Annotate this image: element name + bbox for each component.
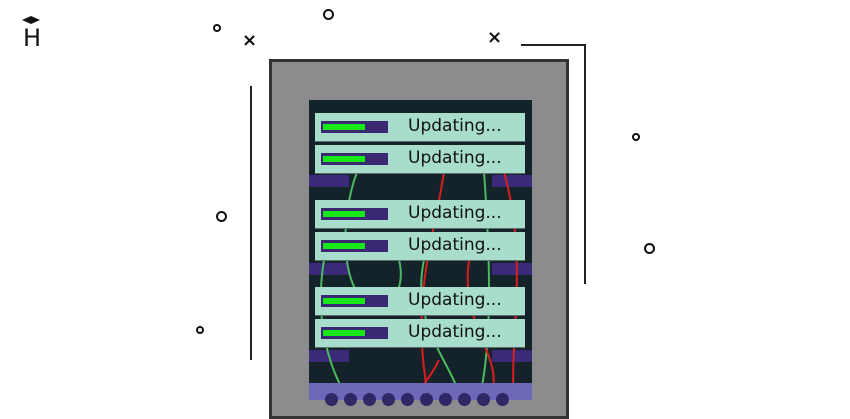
server-unit: Updating...	[315, 200, 525, 229]
motion-line	[584, 44, 586, 284]
x-mark-decoration: ×	[242, 30, 258, 51]
progress-bar	[321, 327, 388, 339]
server-unit: Updating...	[315, 113, 525, 142]
circle-decoration	[216, 211, 227, 222]
server-unit: Updating...	[315, 232, 525, 261]
circle-decoration	[632, 133, 640, 141]
progress-bar	[321, 208, 388, 220]
circle-decoration	[196, 326, 204, 334]
progress-bar	[321, 121, 388, 133]
progress-fill	[323, 243, 365, 249]
patch-panel	[309, 383, 532, 406]
status-label: Updating...	[408, 148, 502, 168]
motion-line	[250, 86, 252, 360]
rail	[492, 263, 532, 275]
progress-fill	[323, 330, 365, 336]
status-label: Updating...	[408, 235, 502, 255]
progress-bar	[321, 240, 388, 252]
progress-fill	[323, 211, 365, 217]
circle-decoration	[323, 9, 334, 20]
status-label: Updating...	[408, 290, 502, 310]
circle-decoration	[213, 24, 221, 32]
status-label: Updating...	[408, 203, 502, 223]
progress-fill	[323, 298, 365, 304]
logo-letter: H	[23, 24, 42, 52]
rail	[492, 175, 532, 187]
circle-decoration	[644, 243, 655, 254]
motion-line	[521, 44, 586, 46]
rail	[309, 263, 349, 275]
server-unit: Updating...	[315, 319, 525, 348]
progress-bar	[321, 295, 388, 307]
server-unit: Updating...	[315, 145, 525, 174]
graduation-cap-icon	[22, 16, 40, 24]
logo: H	[20, 14, 46, 54]
progress-bar	[321, 153, 388, 165]
progress-fill	[323, 156, 365, 162]
status-label: Updating...	[408, 322, 502, 342]
progress-fill	[323, 124, 365, 130]
server-unit: Updating...	[315, 287, 525, 316]
rail	[309, 175, 349, 187]
rail	[492, 350, 532, 362]
status-label: Updating...	[408, 116, 502, 136]
x-mark-decoration: ×	[487, 27, 503, 48]
red-cable	[420, 171, 445, 400]
